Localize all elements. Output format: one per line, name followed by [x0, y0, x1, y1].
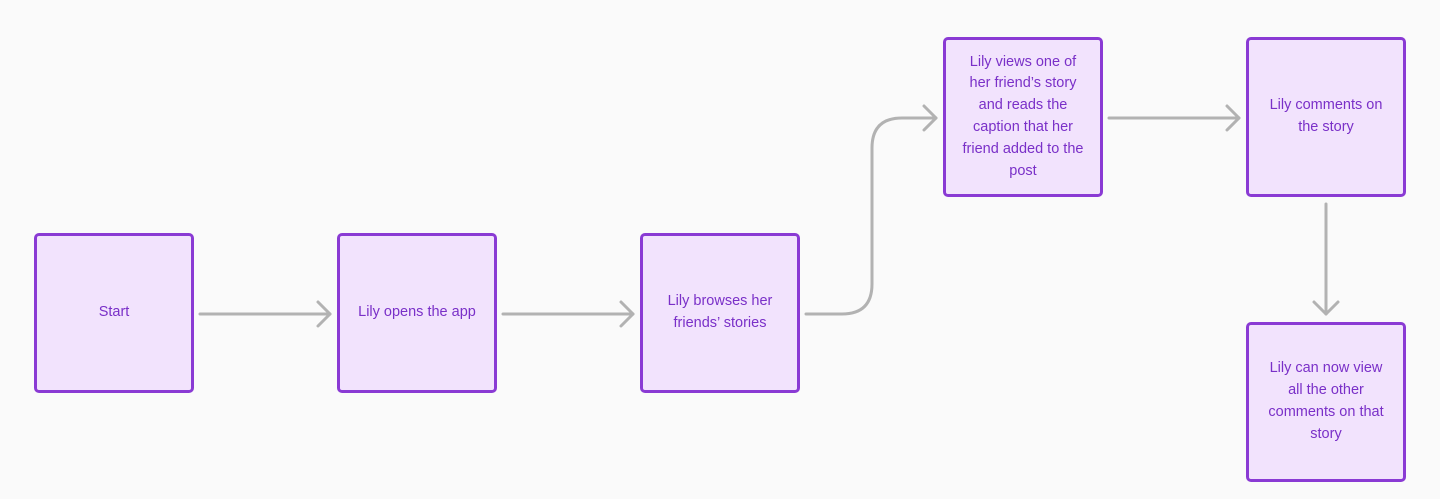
node-label-browse-stories: Lily browses her friends’ stories: [667, 293, 773, 331]
node-start[interactable]: Start: [34, 233, 194, 393]
node-comment[interactable]: Lily comments on the story: [1246, 37, 1406, 197]
node-label-comment: Lily comments on the story: [1269, 97, 1383, 135]
edge-start-to-open-app-arrowhead: [316, 300, 332, 328]
edge-browse-stories-to-view-story: [804, 116, 938, 316]
edge-open-app-to-browse-stories-arrowhead: [619, 300, 635, 328]
edge-view-story-to-comment-arrowhead: [1225, 104, 1241, 132]
node-label-view-story: Lily views one of her friend’s story and…: [962, 53, 1084, 179]
edge-comment-to-view-comments-arrowhead: [1312, 300, 1340, 316]
node-view-story[interactable]: Lily views one of her friend’s story and…: [943, 37, 1103, 197]
node-label-start: Start: [98, 304, 130, 321]
edge-browse-stories-to-view-story-arrowhead: [922, 104, 938, 132]
node-open-app[interactable]: Lily opens the app: [337, 233, 497, 393]
node-browse-stories[interactable]: Lily browses her friends’ stories: [640, 233, 800, 393]
node-label-view-comments: Lily can now view all the other comments…: [1268, 360, 1384, 442]
node-view-comments[interactable]: Lily can now view all the other comments…: [1246, 322, 1406, 482]
node-label-open-app: Lily opens the app: [358, 304, 476, 321]
